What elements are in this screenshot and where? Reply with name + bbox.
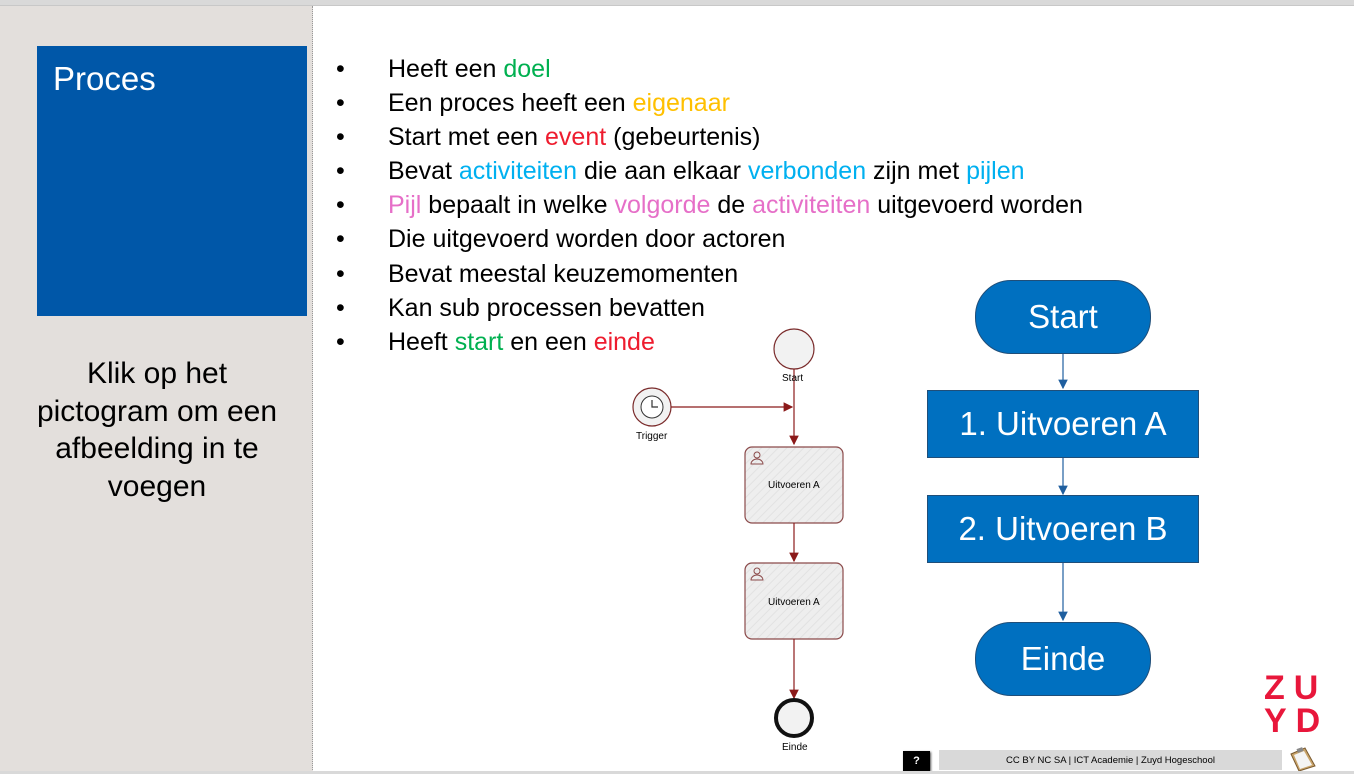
highlighted-term: eigenaar (632, 89, 730, 118)
zuyd-logo: ZU YD (1264, 669, 1330, 740)
highlighted-term: pijlen (966, 157, 1025, 186)
bpmn-start-label: Start (782, 373, 804, 384)
bullet-item: Start met een event (gebeurtenis) (336, 120, 1083, 154)
bpmn-end-label: Einde (782, 742, 808, 753)
start-event (773, 328, 815, 370)
logo-line-2: YD (1264, 702, 1330, 740)
highlighted-term: volgorde (614, 191, 711, 220)
bullet-item: Heeft een doel (336, 52, 1083, 86)
bpmn-trigger-label: Trigger (636, 431, 668, 442)
bullet-text: bepaalt in welke (421, 191, 615, 220)
flow-connectors (1058, 352, 1068, 622)
bullet-text: (gebeurtenis) (606, 123, 761, 152)
footer-license: CC BY NC SA | ICT Academie | Zuyd Hogesc… (939, 750, 1282, 770)
highlighted-term: event (545, 123, 607, 152)
bullet-text: Heeft een (388, 55, 504, 83)
slide-title: Proces (53, 60, 156, 97)
top-bar (0, 0, 1354, 6)
bullet-text: Start met een (388, 123, 546, 152)
bpmn-task1-label: Uitvoeren A (768, 480, 820, 491)
bullet-text: Bevat meestal keuzemomenten (388, 259, 739, 288)
clipboard-icon[interactable] (1287, 746, 1317, 772)
flow-step-1: 1. Uitvoeren A (927, 390, 1199, 458)
bullet-item: Heeft start en een einde (336, 325, 1083, 359)
bullet-text: Een proces heeft een (388, 89, 633, 118)
bullet-text: en een (503, 327, 594, 356)
bpmn-task2-label: Uitvoeren A (768, 597, 820, 608)
bullet-item: Een proces heeft een eigenaar (336, 86, 1083, 120)
bullet-item: Kan sub processen bevatten (336, 291, 1083, 325)
flow-step-2: 2. Uitvoeren B (927, 495, 1199, 563)
highlighted-term: activiteiten (458, 157, 577, 186)
bullet-text: zijn met (866, 157, 967, 186)
help-button[interactable]: ? (903, 751, 930, 771)
bullet-text: de (710, 191, 753, 220)
logo-line-1: ZU (1264, 669, 1328, 707)
flow-start: Start (975, 280, 1151, 354)
bullet-text: die aan elkaar (577, 157, 748, 186)
end-event (774, 698, 814, 738)
bullet-item: Pijl bepaalt in welke volgorde de activi… (336, 188, 1083, 222)
bullet-item: Bevat activiteiten die aan elkaar verbon… (336, 154, 1083, 188)
flow-end: Einde (975, 622, 1151, 696)
bullet-text: Kan sub processen bevatten (388, 293, 705, 322)
bullet-item: Die uitgevoerd worden door actoren (336, 222, 1083, 256)
highlighted-term: doel (503, 55, 551, 83)
title-box: Proces (37, 46, 307, 316)
image-placeholder-text[interactable]: Klik op het pictogram om een afbeelding … (36, 357, 278, 503)
bullet-text: Bevat (388, 157, 459, 186)
bullet-text: uitgevoerd worden (870, 191, 1083, 220)
bullet-list: Heeft een doelEen proces heeft een eigen… (336, 52, 1083, 359)
bpmn-diagram (632, 328, 844, 738)
bottom-bar (0, 771, 1354, 774)
bullet-text: Die uitgevoerd worden door actoren (388, 225, 786, 254)
highlighted-term: start (454, 327, 504, 356)
highlighted-term: activiteiten (752, 191, 871, 220)
highlighted-term: verbonden (747, 157, 867, 186)
highlighted-term: Pijl (388, 191, 422, 220)
bullet-text: Heeft (388, 327, 455, 356)
bullet-item: Bevat meestal keuzemomenten (336, 257, 1083, 291)
highlighted-term: einde (593, 327, 655, 356)
